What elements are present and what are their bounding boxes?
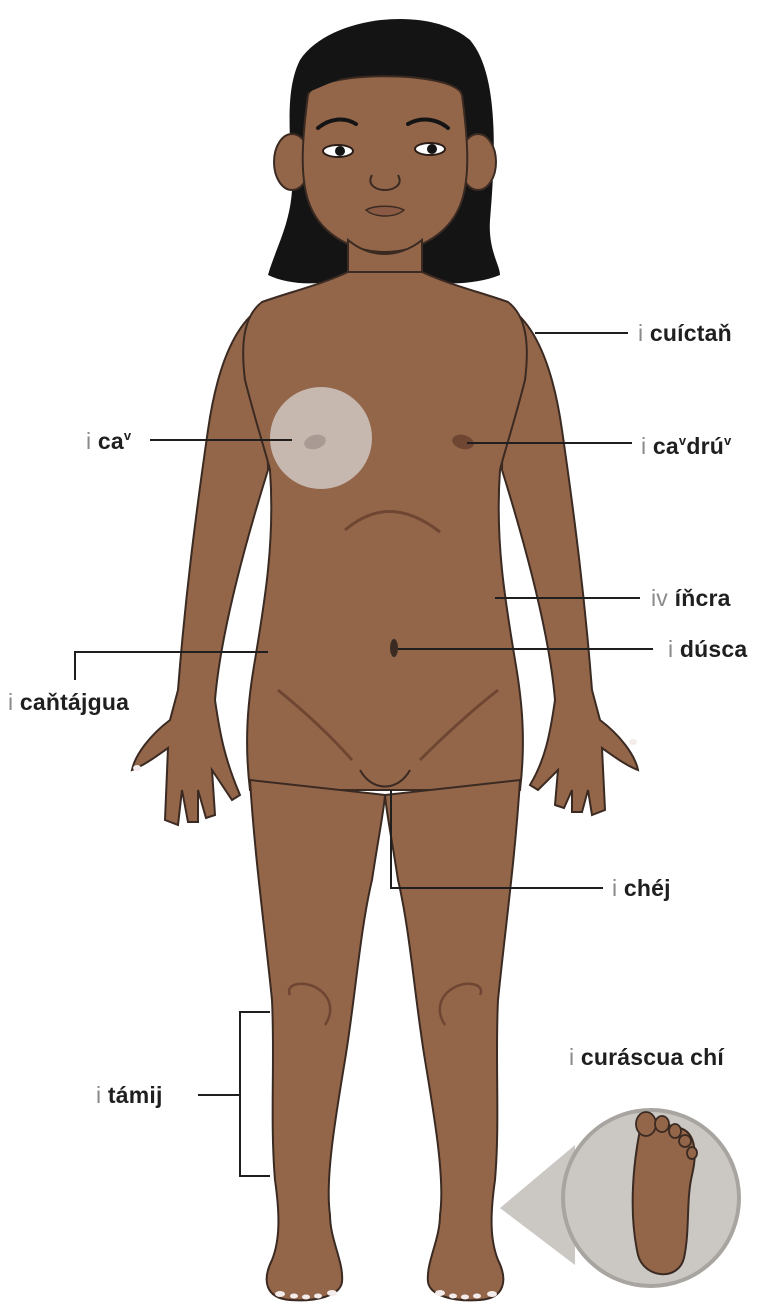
torso xyxy=(243,272,527,790)
label-foot-sole: i curáscua chí xyxy=(569,1046,724,1069)
label-prefix: iv xyxy=(651,585,668,611)
label-waist: i caňtájgua xyxy=(8,691,129,714)
label-term: ca xyxy=(653,433,679,459)
label-prefix: i xyxy=(641,433,646,459)
label-term: dúsca xyxy=(680,636,747,662)
bracket-lower-leg xyxy=(240,1012,270,1176)
navel-mark xyxy=(390,639,398,657)
face xyxy=(303,76,468,252)
label-term: chéj xyxy=(624,875,671,901)
label-prefix: i xyxy=(638,320,643,346)
label-term: curáscua chí xyxy=(581,1044,724,1070)
label-prefix: i xyxy=(86,428,91,454)
label-prefix: i xyxy=(8,689,13,715)
label-term: cuíctaň xyxy=(650,320,732,346)
label-nipple: i cavdrúv xyxy=(641,434,731,458)
label-prefix: i xyxy=(569,1044,574,1070)
label-belly: iv íňcra xyxy=(651,587,731,610)
label-prefix: i xyxy=(612,875,617,901)
leader-waist xyxy=(75,652,268,680)
label-superscript: v xyxy=(124,428,131,443)
label-superscript: v xyxy=(724,433,731,448)
label-navel: i dúsca xyxy=(668,638,747,661)
right-pupil xyxy=(427,144,437,154)
label-term: caňtájgua xyxy=(20,689,129,715)
label-lower-leg: i támij xyxy=(96,1084,163,1107)
right-leg xyxy=(385,780,520,1300)
label-prefix: i xyxy=(96,1082,101,1108)
label-term: támij xyxy=(108,1082,163,1108)
label-term: drú xyxy=(686,433,724,459)
label-chest: i cav xyxy=(86,429,131,453)
label-term: íňcra xyxy=(675,585,731,611)
left-leg xyxy=(250,780,385,1300)
label-prefix: i xyxy=(668,636,673,662)
label-shoulder: i cuíctaň xyxy=(638,322,732,345)
left-pupil xyxy=(335,146,345,156)
label-term: ca xyxy=(98,428,124,454)
label-genitals: i chéj xyxy=(612,877,671,900)
